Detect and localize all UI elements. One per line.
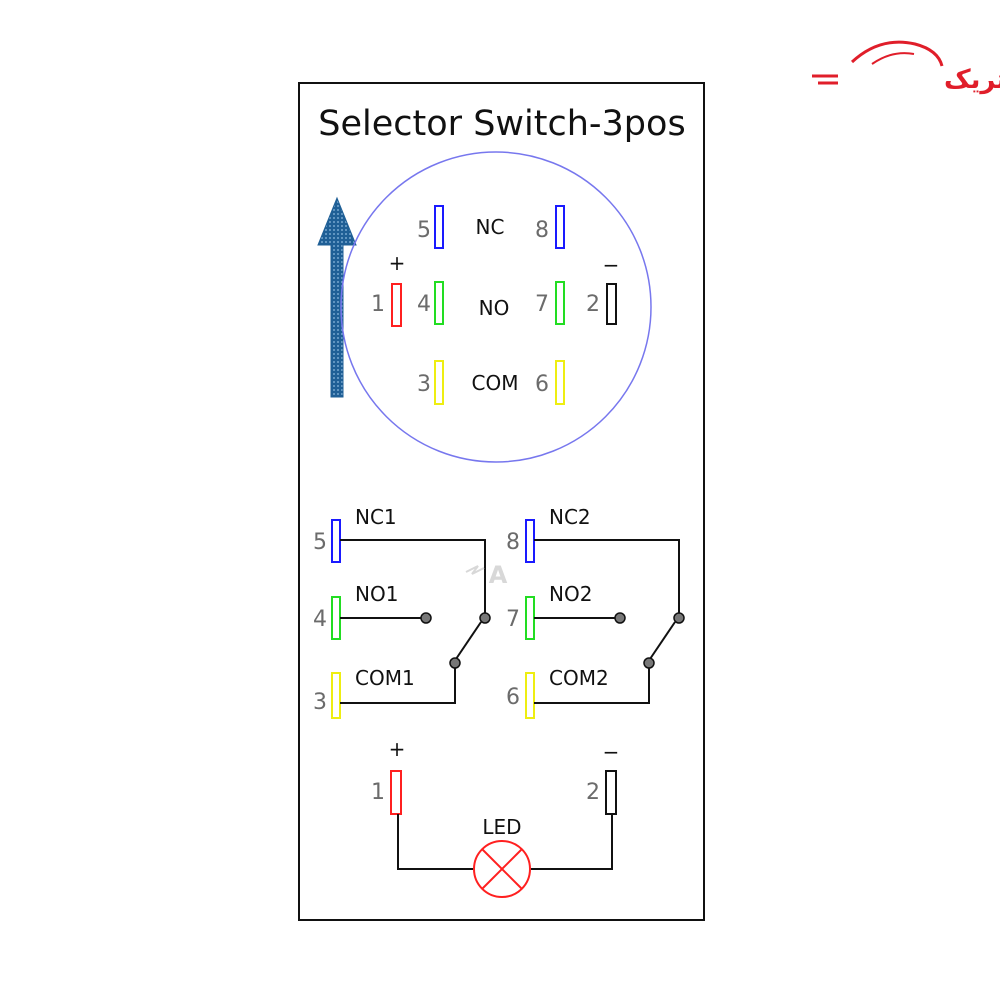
pin-terminal <box>331 596 341 640</box>
pin-terminal <box>555 360 565 405</box>
pin-terminal <box>605 770 617 815</box>
contact-block-2: 8 NC2 7 NO2 6 COM2 <box>506 505 685 719</box>
pin-number: 7 <box>535 292 549 317</box>
contact-points <box>614 612 685 669</box>
switch-wiring <box>534 539 680 704</box>
diagram-frame <box>298 82 705 921</box>
face-pin-4: 4 <box>417 281 444 325</box>
pin-number: 1 <box>371 292 385 317</box>
face-pin-2: − 2 <box>586 253 620 325</box>
pin-terminal <box>434 205 444 249</box>
pin-number: 5 <box>417 218 431 243</box>
contact-label-com2: COM2 <box>549 666 609 690</box>
pin-terminal <box>555 205 565 249</box>
led-circuit: + 1 − 2 LED <box>371 737 620 898</box>
pin-terminal <box>525 519 535 563</box>
logo-swoosh-icon <box>850 40 944 67</box>
pin-number: 5 <box>313 530 327 555</box>
polarity-minus: − <box>603 740 620 764</box>
pin-terminal <box>331 672 341 719</box>
pin-number: 1 <box>371 780 385 805</box>
polarity-plus: + <box>389 737 406 761</box>
logo-text: آتاالکتریک <box>944 63 1000 95</box>
pin-number: 8 <box>506 530 520 555</box>
face-pin-8: 8 <box>535 205 565 249</box>
pin-terminal <box>390 770 402 815</box>
logo-swoosh-icon <box>871 52 915 65</box>
pin-terminal <box>606 283 617 325</box>
pin-number: 4 <box>417 292 431 317</box>
contact-label-nc1: NC1 <box>355 505 397 529</box>
label-no: NO <box>479 296 510 320</box>
up-arrow-icon <box>317 196 357 398</box>
polarity-plus: + <box>389 251 406 275</box>
pin-number: 2 <box>586 780 600 805</box>
pin-terminal <box>434 360 444 405</box>
contact-label-com1: COM1 <box>355 666 415 690</box>
pin-number: 2 <box>586 292 600 317</box>
watermark-letter: A <box>489 561 508 589</box>
pin-terminal <box>331 519 341 563</box>
brand-logo: آتاالکتریک <box>812 40 1000 95</box>
pin-number: 3 <box>417 372 431 397</box>
pin-terminal <box>434 281 444 325</box>
pin-terminal <box>391 283 402 327</box>
label-com: COM <box>472 371 519 395</box>
pin-number: 3 <box>313 690 327 715</box>
led-label: LED <box>482 815 521 839</box>
pin-terminal <box>525 672 535 719</box>
led-lamp-icon <box>473 840 531 898</box>
face-pin-1: + 1 <box>371 251 406 327</box>
contact-label-no1: NO1 <box>355 582 398 606</box>
pin-number: 4 <box>313 607 327 632</box>
pin-number: 6 <box>535 372 549 397</box>
watermark-logo: A <box>465 561 508 589</box>
face-pin-5: 5 <box>417 205 444 249</box>
pin-terminal <box>555 281 565 325</box>
contact-points <box>420 612 491 669</box>
pin-number: 8 <box>535 218 549 243</box>
contact-label-no2: NO2 <box>549 582 592 606</box>
face-pin-7: 7 <box>535 281 565 325</box>
diagram-title: Selector Switch-3pos <box>318 104 685 144</box>
contact-label-nc2: NC2 <box>549 505 591 529</box>
polarity-minus: − <box>603 253 620 277</box>
pin-terminal <box>525 596 535 640</box>
switch-wiring <box>340 539 486 704</box>
pin-number: 6 <box>506 685 520 710</box>
contact-block-1: 5 NC1 4 NO1 3 COM1 <box>313 505 491 719</box>
connector-face-circle <box>340 151 652 463</box>
pin-number: 7 <box>506 607 520 632</box>
label-nc: NC <box>476 215 505 239</box>
face-pin-3: 3 <box>417 360 444 405</box>
face-pin-6: 6 <box>535 360 565 405</box>
led-wiring <box>397 814 613 870</box>
